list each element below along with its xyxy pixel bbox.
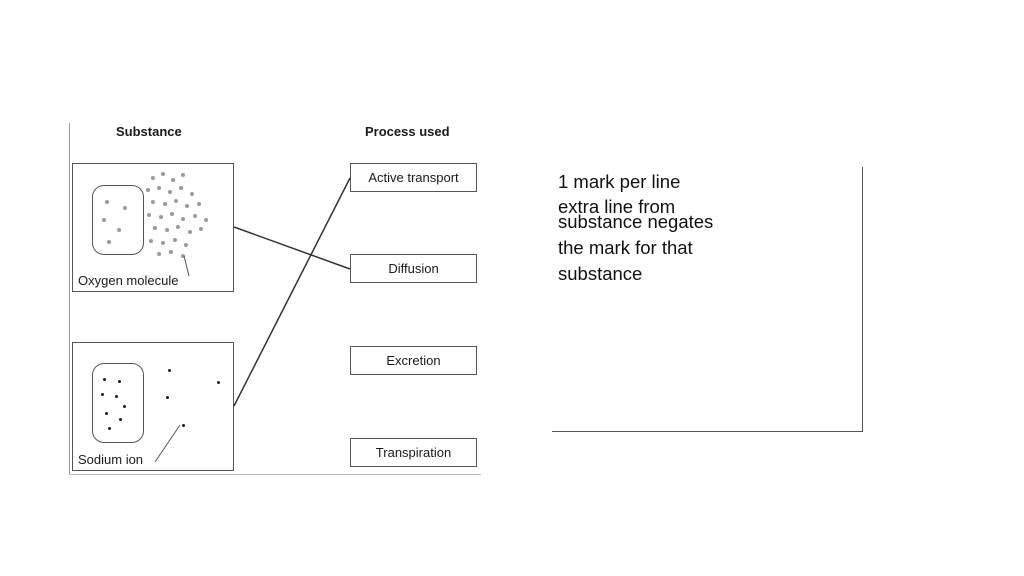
- connection-lines: [154, 177, 351, 463]
- oxygen-dot: [149, 239, 153, 243]
- oxygen-dot: [147, 213, 151, 217]
- oxygen-dot: [161, 241, 165, 245]
- oxygen-dot: [179, 186, 183, 190]
- sodium-dot: [105, 412, 108, 415]
- oxygen-label-leader: [183, 255, 190, 277]
- mark-scheme-line-2: extra line from: [558, 196, 676, 217]
- oxygen-dot: [193, 214, 197, 218]
- oxygen-dot: [157, 186, 161, 190]
- sodium-cell: [92, 363, 144, 443]
- oxygen-dot: [151, 176, 155, 180]
- sodium-substance-box: Sodium ion: [72, 342, 234, 471]
- mark-scheme-line-3: substance negates: [558, 211, 714, 232]
- oxygen-dot: [151, 200, 155, 204]
- oxygen-dot: [197, 202, 201, 206]
- sodium-dot: [108, 427, 111, 430]
- oxygen-dot: [117, 228, 121, 232]
- oxygen-dot: [161, 172, 165, 176]
- oxygen-dot: [105, 200, 109, 204]
- sodium-dot: [119, 418, 122, 421]
- oxygen-dot: [168, 190, 172, 194]
- oxygen-dot: [171, 178, 175, 182]
- sodium-dot: [101, 393, 104, 396]
- figure-left-border: [69, 123, 70, 475]
- mark-scheme-line-1: 1 mark per line: [558, 171, 681, 192]
- process-diffusion: Diffusion: [350, 254, 477, 283]
- oxygen-dot: [188, 230, 192, 234]
- oxygen-dot: [204, 218, 208, 222]
- oxygen-dot: [173, 238, 177, 242]
- sodium-dot: [182, 424, 185, 427]
- sodium-dot: [123, 405, 126, 408]
- substance-header: Substance: [116, 124, 182, 139]
- process-active-transport: Active transport: [350, 163, 477, 192]
- oxygen-dot: [163, 202, 167, 206]
- sodium-dot: [118, 380, 121, 383]
- sodium-dot: [168, 369, 171, 372]
- oxygen-dot: [199, 227, 203, 231]
- oxygen-dot: [190, 192, 194, 196]
- oxygen-cell: [92, 185, 144, 255]
- oxygen-dot: [181, 173, 185, 177]
- oxygen-dot: [102, 218, 106, 222]
- figure-bottom-border: [69, 474, 481, 475]
- oxygen-dot: [157, 252, 161, 256]
- oxygen-dot: [185, 204, 189, 208]
- matching-figure: Substance Process used: [69, 123, 481, 475]
- sodium-dot: [103, 378, 106, 381]
- oxygen-dot: [170, 212, 174, 216]
- process-transpiration: Transpiration: [350, 438, 477, 467]
- mark-scheme-line-4: the mark for that: [558, 237, 693, 258]
- oxygen-dot: [169, 250, 173, 254]
- oxygen-dot: [123, 206, 127, 210]
- sodium-ion-label: Sodium ion: [78, 452, 144, 467]
- mark-scheme-line-5: substance: [558, 263, 643, 284]
- sodium-dot: [115, 395, 118, 398]
- oxygen-substance-box: Oxygen molecule: [72, 163, 234, 292]
- oxygen-dot: [146, 188, 150, 192]
- oxygen-dot: [184, 243, 188, 247]
- sodium-dot: [217, 381, 220, 384]
- oxygen-dot: [181, 254, 185, 258]
- mark-scheme-panel: [552, 167, 863, 432]
- sodium-dot: [166, 396, 169, 399]
- oxygen-dot: [176, 225, 180, 229]
- oxygen-dot: [107, 240, 111, 244]
- oxygen-molecule-label: Oxygen molecule: [78, 273, 179, 288]
- oxygen-dot: [181, 217, 185, 221]
- oxygen-to-diffusion-line: [233, 226, 351, 270]
- oxygen-dot: [174, 199, 178, 203]
- oxygen-dot: [159, 215, 163, 219]
- oxygen-dot: [165, 228, 169, 232]
- sodium-label-leader: [154, 424, 181, 463]
- process-excretion: Excretion: [350, 346, 477, 375]
- oxygen-dot: [153, 226, 157, 230]
- sodium-to-active-transport-line: [233, 177, 351, 407]
- process-header: Process used: [365, 124, 450, 139]
